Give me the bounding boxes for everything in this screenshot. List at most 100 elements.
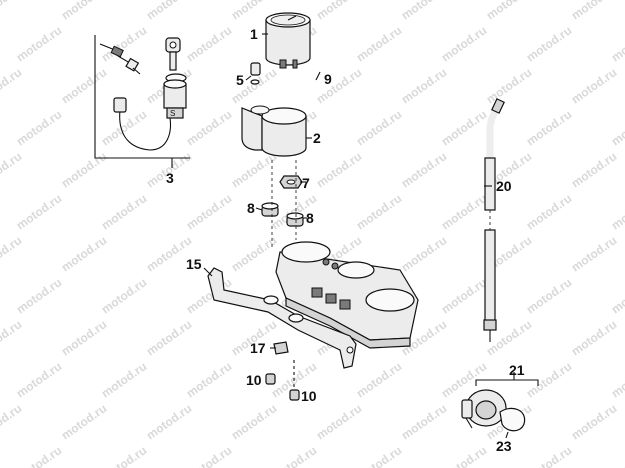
watermark-text: motod.ru bbox=[14, 23, 65, 64]
watermark-text: motod.ru bbox=[229, 401, 280, 442]
watermark-text: motod.ru bbox=[14, 107, 65, 148]
watermark-text: motod.ru bbox=[609, 275, 625, 316]
watermark-text: motod.ru bbox=[609, 107, 625, 148]
switch-cable bbox=[113, 97, 172, 151]
watermark-text: motod.ru bbox=[354, 359, 405, 400]
watermark-text: motod.ru bbox=[399, 0, 450, 22]
svg-text:S: S bbox=[170, 109, 175, 118]
bolt-10-right bbox=[289, 360, 300, 401]
watermark-text: motod.ru bbox=[609, 23, 625, 64]
group-bracket bbox=[94, 35, 190, 159]
watermark-text: motod.ru bbox=[99, 107, 150, 148]
watermark-text: motod.ru bbox=[59, 0, 110, 22]
watermark-text: motod.ru bbox=[314, 401, 365, 442]
watermark-text: motod.ru bbox=[99, 359, 150, 400]
leader-5 bbox=[245, 75, 252, 81]
callout-17: 17 bbox=[250, 340, 266, 356]
watermark-text: motod.ru bbox=[99, 23, 150, 64]
watermark-text: motod.ru bbox=[59, 149, 110, 190]
watermark-text: motod.ru bbox=[484, 65, 535, 106]
watermark-text: motod.ru bbox=[399, 401, 450, 442]
watermark-text: motod.ru bbox=[184, 191, 235, 232]
watermark-text: motod.ru bbox=[524, 191, 575, 232]
watermark-text: motod.ru bbox=[14, 275, 65, 316]
watermark-text: motod.ru bbox=[354, 191, 405, 232]
watermark-text: motod.ru bbox=[609, 443, 625, 468]
grommet-8-right bbox=[286, 212, 304, 227]
watermark-text: motod.ru bbox=[439, 107, 490, 148]
ignition-switch-body: S bbox=[163, 79, 187, 119]
watermark-text: motod.ru bbox=[569, 401, 620, 442]
watermark-text: motod.ru bbox=[314, 149, 365, 190]
watermark-text: motod.ru bbox=[399, 233, 450, 274]
watermark-text: motod.ru bbox=[569, 65, 620, 106]
callout-1: 1 bbox=[250, 26, 258, 42]
watermark-text: motod.ru bbox=[399, 149, 450, 190]
watermark-text: motod.ru bbox=[269, 443, 320, 468]
callout-10-right: 10 bbox=[301, 388, 317, 404]
watermark-text: motod.ru bbox=[0, 401, 24, 442]
watermark-text: motod.ru bbox=[524, 23, 575, 64]
watermark-text: motod.ru bbox=[439, 23, 490, 64]
watermark-text: motod.ru bbox=[0, 233, 24, 274]
callout-21: 21 bbox=[509, 362, 525, 378]
speedometer bbox=[265, 12, 311, 69]
mounting-bracket bbox=[207, 267, 357, 369]
callout-23: 23 bbox=[496, 438, 512, 454]
watermark-text: motod.ru bbox=[99, 191, 150, 232]
watermark-text: motod.ru bbox=[59, 401, 110, 442]
watermark-text: motod.ru bbox=[0, 317, 24, 358]
leader-8a bbox=[255, 207, 263, 211]
watermark-text: motod.ru bbox=[524, 275, 575, 316]
callout-3: 3 bbox=[166, 170, 174, 186]
leader-15 bbox=[203, 267, 213, 277]
callout-5: 5 bbox=[236, 72, 244, 88]
callout-10-left: 10 bbox=[246, 372, 262, 388]
watermark-text: motod.ru bbox=[569, 317, 620, 358]
callout-20: 20 bbox=[496, 178, 512, 194]
watermark-text: motod.ru bbox=[609, 191, 625, 232]
watermark-text: motod.ru bbox=[524, 443, 575, 468]
watermark-text: motod.ru bbox=[59, 65, 110, 106]
callout-7: 7 bbox=[302, 175, 310, 191]
watermark-text: motod.ru bbox=[314, 0, 365, 22]
watermark-text: motod.ru bbox=[59, 317, 110, 358]
screw-9 bbox=[315, 71, 321, 81]
bulb-holder bbox=[250, 62, 261, 85]
speedo-drive-unit bbox=[461, 372, 539, 439]
watermark-text: motod.ru bbox=[184, 443, 235, 468]
callout-9: 9 bbox=[324, 71, 332, 87]
watermark-text: motod.ru bbox=[144, 401, 195, 442]
bolt-17 bbox=[273, 341, 289, 355]
callout-8-right: 8 bbox=[306, 210, 314, 226]
ignition-switch-assembly: S bbox=[94, 35, 190, 168]
nut-7 bbox=[279, 175, 303, 189]
upper-triple-clamp bbox=[275, 241, 419, 349]
watermark-text: motod.ru bbox=[439, 443, 490, 468]
watermark-text: motod.ru bbox=[609, 359, 625, 400]
watermark-text: motod.ru bbox=[524, 107, 575, 148]
bolt-10-left bbox=[265, 373, 276, 385]
callout-8-left: 8 bbox=[247, 200, 255, 216]
watermark-text: motod.ru bbox=[144, 317, 195, 358]
watermark-text: motod.ru bbox=[14, 191, 65, 232]
watermark-text: motod.ru bbox=[0, 149, 24, 190]
watermark-text: motod.ru bbox=[14, 443, 65, 468]
watermark-text: motod.ru bbox=[354, 443, 405, 468]
watermark-text: motod.ru bbox=[354, 23, 405, 64]
watermark-text: motod.ru bbox=[14, 359, 65, 400]
callout-2: 2 bbox=[313, 130, 321, 146]
grommet-8-left bbox=[261, 202, 279, 217]
watermark-text: motod.ru bbox=[354, 107, 405, 148]
watermark-text: motod.ru bbox=[399, 65, 450, 106]
watermark-text: motod.ru bbox=[184, 23, 235, 64]
watermark-text: motod.ru bbox=[144, 0, 195, 22]
watermark-text: motod.ru bbox=[569, 0, 620, 22]
watermark-text: motod.ru bbox=[59, 233, 110, 274]
watermark-text: motod.ru bbox=[0, 0, 24, 22]
speedometer-housing bbox=[241, 105, 307, 157]
watermark-text: motod.ru bbox=[439, 275, 490, 316]
speedometer-cable bbox=[483, 98, 505, 342]
watermark-text: motod.ru bbox=[569, 149, 620, 190]
